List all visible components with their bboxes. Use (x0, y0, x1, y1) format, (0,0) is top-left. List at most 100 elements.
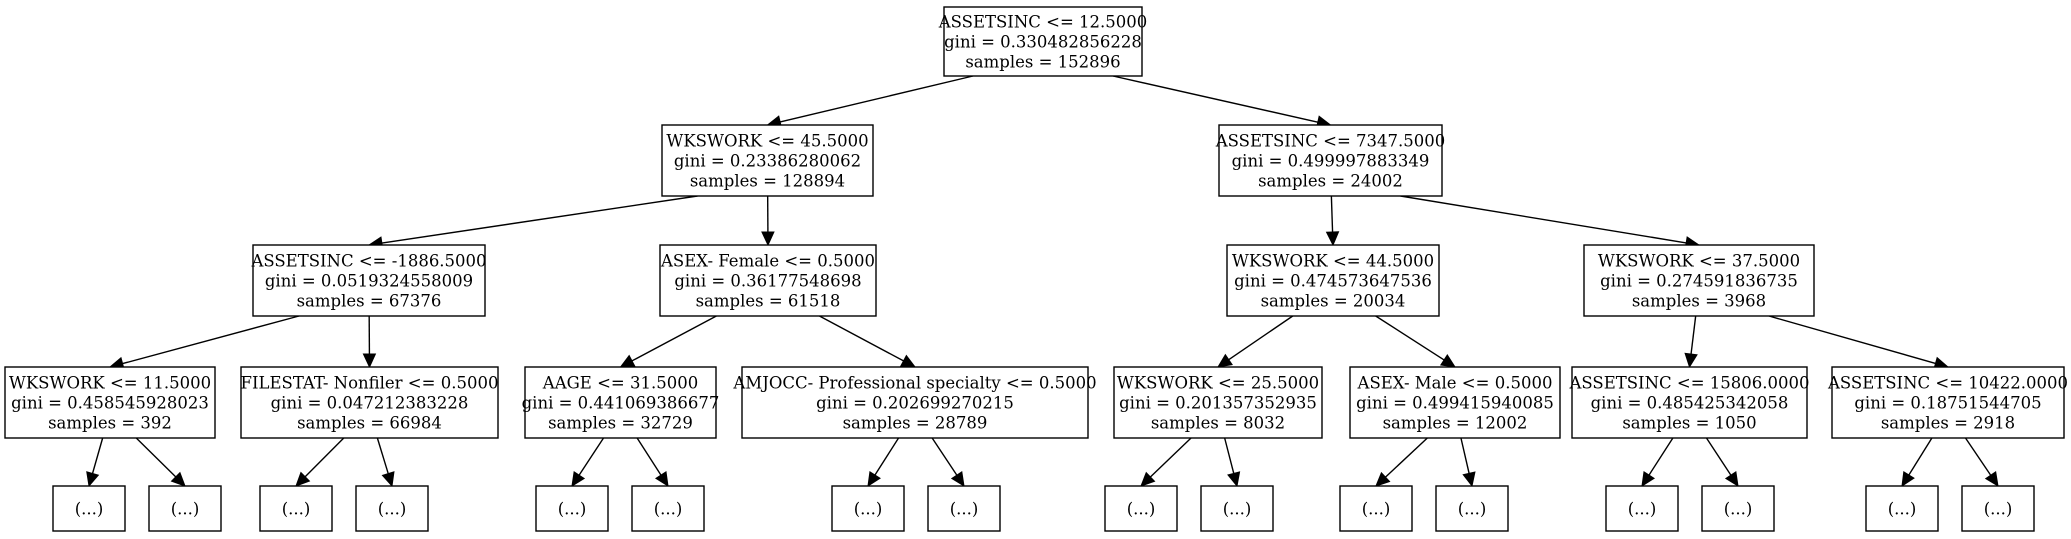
arrowhead-icon (362, 353, 377, 369)
gini-value: gini = 0.047212383228 (271, 394, 469, 413)
node-box (1571, 366, 1808, 439)
tree-edge (867, 437, 900, 488)
node-box (1605, 485, 1679, 532)
split-rule: WKSWORK <= 37.5000 (1598, 252, 1800, 271)
split-rule: AAGE <= 31.5000 (542, 374, 698, 393)
truncated-label: (...) (1458, 500, 1487, 519)
arrowhead-icon (761, 231, 775, 247)
truncated-label: (...) (378, 500, 407, 519)
arrowhead-icon (1984, 471, 1999, 487)
node-box (1218, 124, 1443, 197)
node-box (4, 366, 216, 439)
tree-edge (766, 75, 974, 129)
tree-edge (819, 315, 917, 368)
truncated-leaf-node: (...) (831, 485, 905, 532)
gini-value: gini = 0.201357352935 (1119, 394, 1317, 413)
gini-value: gini = 0.485425342058 (1591, 394, 1789, 413)
node-box (1226, 244, 1440, 317)
tree-edge (761, 195, 775, 247)
truncated-label: (...) (1724, 500, 1753, 519)
gini-value: gini = 0.474573647536 (1234, 272, 1432, 291)
gini-value: gini = 0.23386280062 (674, 152, 861, 171)
truncated-leaf-node: (...) (927, 485, 1001, 532)
arrowhead-icon (381, 471, 395, 488)
node-box (240, 366, 499, 439)
truncated-leaf-node: (...) (52, 485, 126, 532)
truncated-leaf-node: (...) (1435, 485, 1509, 532)
node-box (1831, 366, 2065, 439)
node-box (1200, 485, 1274, 532)
arrowhead-icon (1641, 470, 1656, 488)
split-rule: ASEX- Female <= 0.5000 (660, 252, 875, 271)
tree-edge (295, 437, 345, 487)
tree-edge (1375, 437, 1428, 487)
node-box (631, 485, 705, 532)
truncated-label: (...) (1127, 500, 1156, 519)
sample-count: samples = 128894 (690, 172, 845, 191)
truncated-leaf-node: (...) (259, 485, 333, 532)
truncated-leaf-node: (...) (535, 485, 609, 532)
gini-value: gini = 0.330482856228 (944, 33, 1142, 52)
tree-edge (1901, 437, 1933, 488)
arrowhead-icon (867, 470, 881, 488)
sample-count: samples = 3968 (1632, 292, 1766, 311)
node-box (1865, 485, 1939, 532)
node-box (1113, 366, 1323, 439)
truncated-leaf-node: (...) (1865, 485, 1939, 532)
sample-count: samples = 20034 (1261, 292, 1406, 311)
node-box (1104, 485, 1178, 532)
node-box (148, 485, 222, 532)
node-box (661, 124, 874, 197)
arrowhead-icon (86, 471, 100, 488)
split-rule: WKSWORK <= 45.5000 (666, 132, 868, 151)
sample-count: samples = 1050 (1622, 414, 1756, 433)
tree-edge (1400, 195, 1701, 250)
arrowhead-icon (1325, 231, 1340, 247)
tree-edge (1705, 437, 1739, 487)
tree-edge (571, 437, 605, 487)
node-box (943, 6, 1143, 77)
gini-value: gini = 0.18751544705 (1854, 394, 2041, 413)
sample-count: samples = 152896 (965, 53, 1120, 72)
gini-value: gini = 0.499997883349 (1232, 152, 1430, 171)
gini-value: gini = 0.0519324558009 (265, 272, 473, 291)
node-box (1583, 244, 1815, 317)
split-rule: ASEX- Male <= 0.5000 (1357, 374, 1553, 393)
truncated-label: (...) (950, 500, 979, 519)
arrowhead-icon (1684, 352, 1698, 369)
split-rule: WKSWORK <= 44.5000 (1232, 252, 1434, 271)
tree-edge (1112, 75, 1332, 129)
split-rule: ASSETSINC <= 7347.5000 (1215, 132, 1446, 151)
sample-count: samples = 392 (48, 414, 172, 433)
arrowhead-icon (1375, 471, 1391, 487)
node-box (535, 485, 609, 532)
tree-edge (636, 437, 669, 488)
tree-edge (931, 437, 965, 487)
truncated-leaf-node: (...) (1339, 485, 1413, 532)
arrowhead-icon (950, 471, 965, 487)
arrowhead-icon (1901, 470, 1915, 488)
truncated-label: (...) (1362, 500, 1391, 519)
gini-value: gini = 0.499415940085 (1356, 394, 1554, 413)
split-rule: AMJOCC- Professional specialty <= 0.5000 (732, 374, 1096, 393)
truncated-leaf-node: (...) (1200, 485, 1274, 532)
tree-edge (362, 315, 377, 369)
split-rule: WKSWORK <= 25.5000 (1117, 374, 1319, 393)
sample-count: samples = 24002 (1258, 172, 1403, 191)
tree-edge (108, 315, 300, 371)
tree-edge (1641, 437, 1674, 488)
arrowhead-icon (295, 471, 311, 487)
tree-node: AMJOCC- Professional specialty <= 0.5000… (732, 366, 1097, 439)
node-box (1701, 485, 1775, 532)
node-box (659, 244, 877, 317)
sample-count: samples = 32729 (548, 414, 693, 433)
